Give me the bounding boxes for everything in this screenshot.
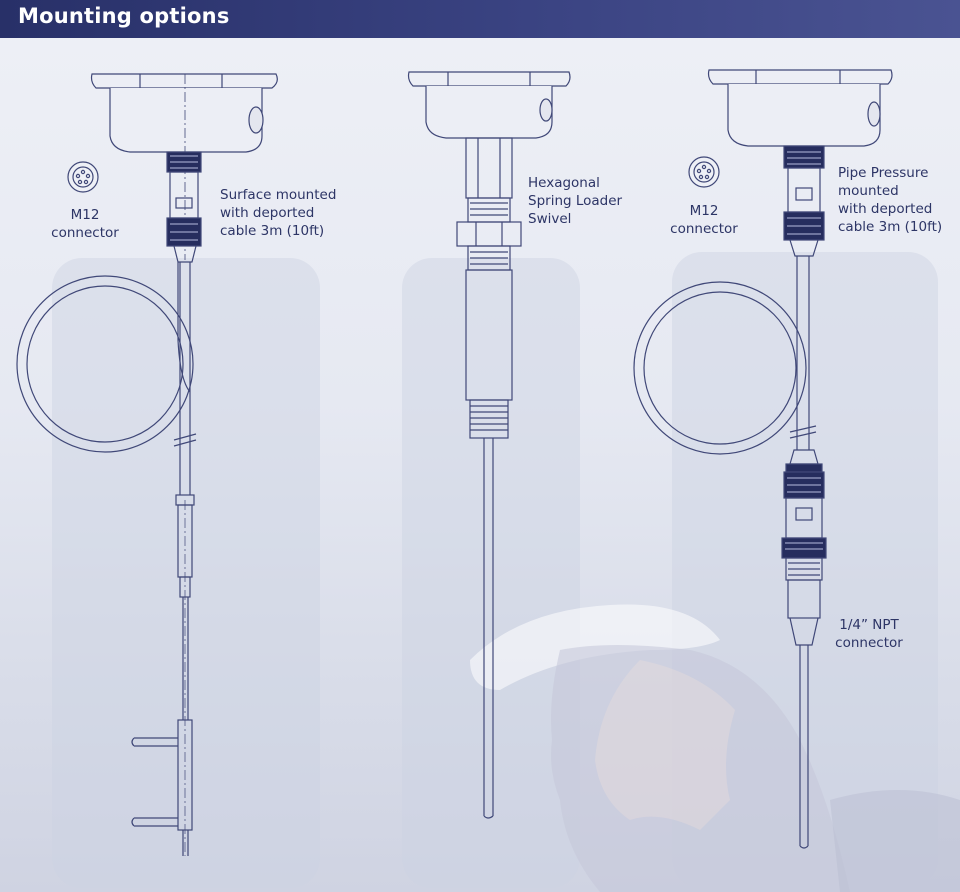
right-cable-loop: [633, 256, 817, 455]
middle-probe-rod: [483, 438, 494, 819]
right-m12-connector-icon: [688, 156, 720, 188]
left-cable-loop: [16, 262, 194, 453]
label-line: mounted: [838, 183, 899, 199]
right-probe-rod: [799, 645, 809, 849]
left-panel: [52, 258, 320, 888]
right-transmitter-housing: [707, 69, 893, 147]
label-line: Surface mounted: [220, 187, 337, 203]
label-line: Pipe Pressure: [838, 165, 929, 181]
left-transmitter-housing: [90, 73, 278, 260]
surface-mounted-callout: Surface mounted with deported cable 3m (…: [220, 186, 336, 240]
right-cable-gland: [783, 145, 825, 257]
left-cable-gland: [166, 151, 202, 263]
label-line: Hexagonal: [528, 175, 600, 191]
left-mounting-clamps: [131, 737, 178, 827]
left-m12-connector-label: M12 connector: [40, 206, 130, 242]
hexagonal-swivel-callout: Hexagonal Spring Loader Swivel: [528, 174, 622, 228]
left-probe-rod: [173, 262, 197, 856]
header-bar: Mounting options: [0, 0, 960, 38]
left-m12-connector-icon: [67, 161, 99, 193]
middle-transmitter-housing: [407, 71, 571, 139]
label-line: M12: [689, 203, 719, 219]
label-line: connector: [835, 635, 903, 651]
pipe-pressure-callout: Pipe Pressure mounted with deported cabl…: [838, 164, 942, 236]
hexagonal-swivel-fitting: [456, 137, 522, 439]
middle-panel: [402, 258, 580, 888]
label-line: cable 3m (10ft): [838, 219, 943, 235]
right-m12-connector-label: M12 connector: [658, 202, 750, 238]
npt-connector-fitting: [781, 449, 827, 646]
label-line: cable 3m (10ft): [220, 223, 325, 239]
label-line: M12: [70, 207, 100, 223]
npt-connector-callout: 1/4” NPT connector: [828, 616, 910, 652]
label-line: 1/4” NPT: [839, 617, 899, 633]
label-line: with deported: [220, 205, 315, 221]
label-line: connector: [670, 221, 738, 237]
label-line: connector: [51, 225, 119, 241]
label-line: Swivel: [528, 211, 572, 227]
page-title: Mounting options: [18, 4, 230, 28]
label-line: with deported: [838, 201, 933, 217]
label-line: Spring Loader: [528, 193, 623, 209]
